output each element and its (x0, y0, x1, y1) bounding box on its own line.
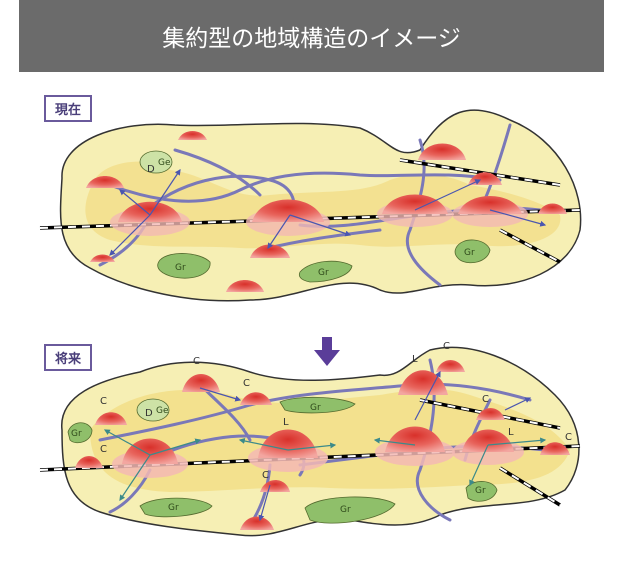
green-area (279, 396, 356, 414)
green-area (139, 150, 173, 174)
map-label: Ge (156, 406, 169, 416)
green-area (465, 481, 498, 502)
map-label: Gr (318, 268, 329, 278)
map-label: C (443, 341, 450, 352)
future-arrows-green (103, 429, 547, 501)
map-label: C (193, 356, 200, 367)
map-label: C (565, 432, 572, 443)
present-urban-area (85, 161, 561, 249)
present-arrows (109, 169, 547, 256)
map-label: Gr (475, 486, 486, 496)
map-label: Gr (71, 429, 82, 439)
map-label: C (243, 378, 250, 389)
map-label: C (100, 444, 107, 455)
map-label: Gr (464, 248, 475, 258)
future-label: 将来 (44, 344, 93, 371)
map-label: Gr (340, 505, 351, 515)
present-centers (86, 131, 567, 292)
present-label: 現在 (44, 95, 93, 122)
green-area (67, 422, 93, 444)
map-label: L (283, 417, 289, 428)
map-label: Ge (158, 158, 171, 168)
map-label: D (147, 164, 155, 175)
green-area (298, 260, 353, 283)
map-label: D (145, 408, 153, 419)
present-diagram: D Ge Gr Gr Gr (39, 109, 582, 302)
future-arrows-blue (199, 370, 532, 522)
map-label: L (508, 427, 514, 438)
map-label: C (262, 470, 269, 481)
green-area (304, 496, 396, 524)
future-diagram: D Ge Gr Gr Gr Gr Gr Ge C C C C C C C C L… (39, 341, 581, 537)
down-arrow-icon (314, 337, 340, 366)
green-area (157, 253, 211, 279)
diagram-title: 集約型の地域構造のイメージ (19, 0, 604, 72)
green-area (139, 497, 213, 518)
green-area (136, 398, 170, 422)
map-label: Gr (168, 503, 179, 513)
map-label: C (100, 396, 107, 407)
map-label: Gr (175, 263, 186, 273)
future-centers (75, 360, 570, 530)
map-label: C (482, 394, 489, 405)
map-label: L (412, 354, 418, 365)
green-area (454, 239, 491, 264)
map-label: Gr (310, 403, 321, 413)
